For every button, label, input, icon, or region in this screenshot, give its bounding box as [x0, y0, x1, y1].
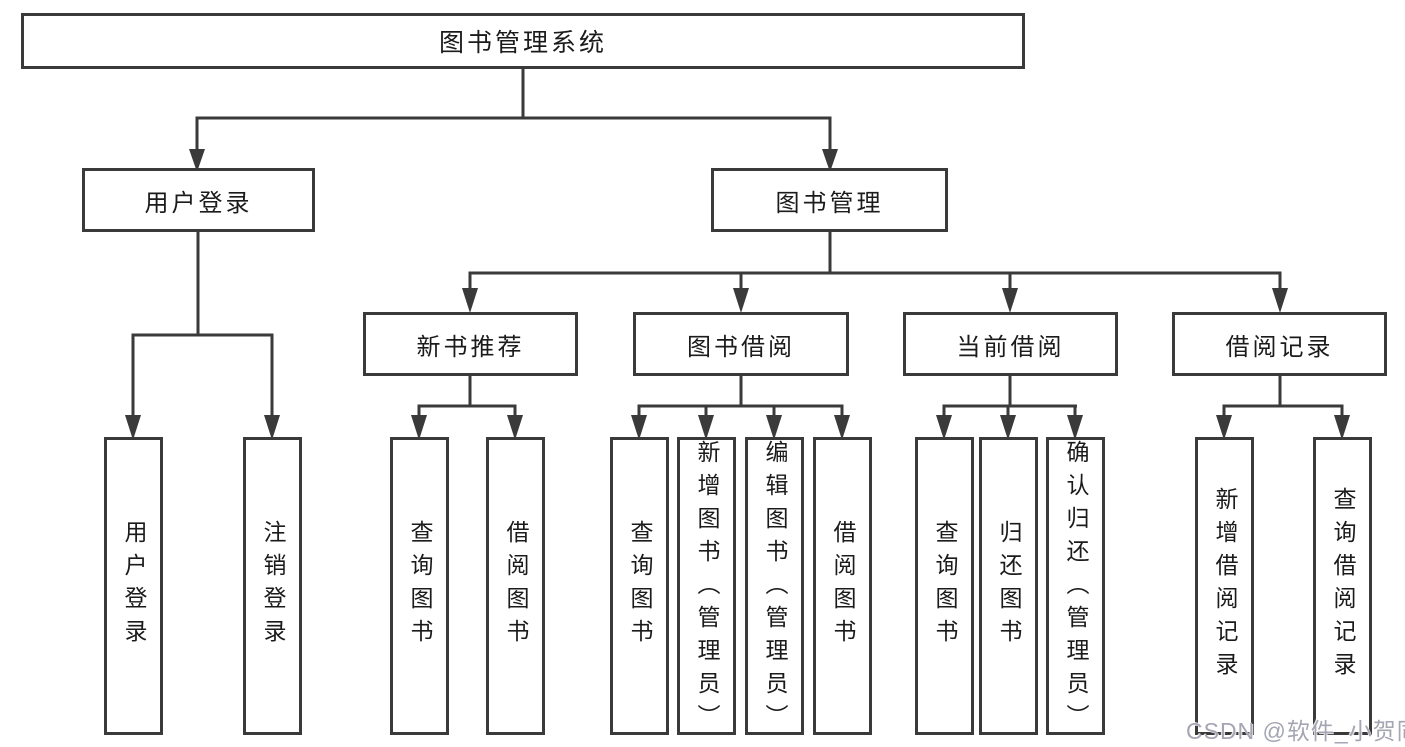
- node-current-borrowing: 当前借阅: [903, 312, 1118, 376]
- node-label: 当前借阅: [956, 333, 1065, 361]
- leaf-borrow-books-1: 借阅图书: [486, 437, 545, 735]
- node-label: 用户登录: [121, 520, 147, 652]
- leaf-logout-login: 注销登录: [243, 437, 302, 735]
- node-label: 查询图书: [407, 520, 433, 652]
- leaf-edit-books-admin: 编辑图书（管理员）: [745, 437, 804, 737]
- node-label: 图书借阅: [687, 333, 795, 361]
- node-label: 查询图书: [932, 520, 958, 652]
- edge-current-borrowing-to-children: [936, 376, 1083, 440]
- node-label: 借阅记录: [1225, 333, 1334, 361]
- node-label: 查询借阅记录: [1330, 487, 1356, 685]
- node-label: 查询图书: [627, 520, 653, 652]
- leaf-query-books-1: 查询图书: [390, 437, 449, 735]
- leaf-query-books-3: 查询图书: [915, 437, 974, 735]
- edge-root-to-level2: [189, 69, 838, 172]
- leaf-borrow-books-2: 借阅图书: [813, 437, 872, 735]
- leaf-add-borrow-record: 新增借阅记录: [1195, 437, 1254, 735]
- leaf-user-login: 用户登录: [104, 437, 163, 735]
- node-label: 图书管理系统: [438, 29, 607, 57]
- edge-user-login-to-children: [125, 232, 280, 440]
- node-label: 新增借阅记录: [1212, 487, 1238, 685]
- leaf-confirm-return-admin: 确认归还（管理员）: [1046, 437, 1105, 737]
- node-label: 注销登录: [260, 520, 286, 652]
- node-borrowing-records: 借阅记录: [1172, 312, 1387, 376]
- edge-borrowing-records-to-children: [1216, 376, 1350, 440]
- leaf-query-books-2: 查询图书: [610, 437, 669, 735]
- csdn-watermark: CSDN @软件_小贺同学: [1186, 718, 1405, 744]
- leaf-query-borrow-record: 查询借阅记录: [1313, 437, 1372, 735]
- edge-book-management-to-level3: [462, 232, 1288, 313]
- node-label: 归还图书: [996, 520, 1022, 652]
- node-new-book-recommend: 新书推荐: [363, 312, 578, 376]
- node-book-borrowing: 图书借阅: [633, 312, 849, 376]
- node-library-management-system: 图书管理系统: [21, 13, 1025, 69]
- edge-book-borrowing-to-children: [631, 376, 850, 440]
- node-label: 借阅图书: [503, 520, 529, 652]
- node-book-management: 图书管理: [711, 168, 948, 232]
- leaf-add-books-admin: 新增图书（管理员）: [677, 437, 736, 737]
- node-label: 确认归还（管理员）: [1063, 440, 1089, 737]
- leaf-return-books: 归还图书: [979, 437, 1038, 735]
- edge-new-book-recommend-to-children: [411, 376, 523, 440]
- node-label: 借阅图书: [830, 520, 856, 652]
- node-label: 新书推荐: [416, 333, 525, 361]
- node-label: 用户登录: [144, 189, 253, 217]
- node-label: 编辑图书（管理员）: [762, 440, 788, 737]
- node-label: 图书管理: [775, 189, 884, 217]
- node-user-login: 用户登录: [82, 168, 315, 232]
- node-label: 新增图书（管理员）: [694, 440, 720, 737]
